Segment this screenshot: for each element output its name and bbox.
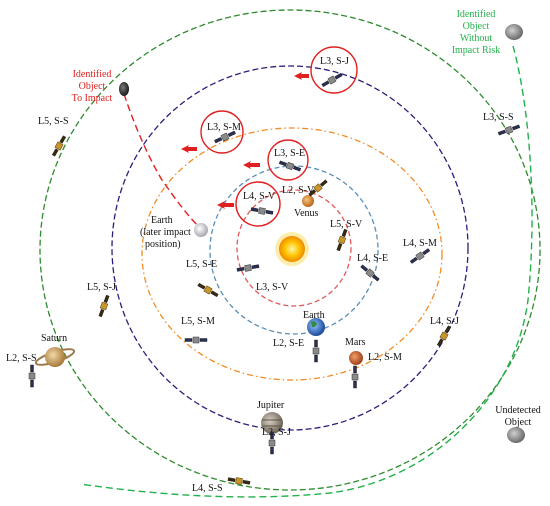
no-risk-label: Identified Object Without Impact Risk [452, 9, 501, 56]
label-l2-ss: L2, S-S [6, 353, 37, 364]
impact-asteroid-icon [119, 82, 129, 96]
label-l2-sm: L2, S-M [368, 352, 402, 363]
label-jupiter: Jupiter [257, 400, 285, 411]
label-mars: Mars [345, 337, 366, 348]
sun-icon [275, 232, 309, 266]
earth-later-position-icon [194, 223, 208, 237]
svg-text:Without: Without [460, 33, 493, 44]
label-earth-later-2: (later impact [140, 227, 191, 238]
label-l5-sm: L5, S-M [181, 316, 215, 327]
detection-circle-l4-sv [235, 181, 281, 227]
identified-impact-label: Identified Object To Impact [72, 69, 113, 104]
undetected-label: Undetected Object [495, 405, 541, 428]
label-venus: Venus [294, 208, 319, 219]
label-l5-sv: L5, S-V [330, 219, 363, 230]
no-risk-asteroid-icon [505, 24, 523, 40]
label-l3-se: L3, S-E [274, 148, 305, 159]
satellite-icon-l3-sj [320, 71, 344, 89]
jupiter-orbit [111, 65, 469, 431]
satellite-icon-l3-se [278, 159, 302, 173]
saturn-orbit [39, 9, 541, 491]
arrow-shaft [300, 74, 309, 78]
detection-circle-l3-sm [200, 110, 244, 154]
label-earth-later-3: position) [145, 239, 181, 250]
satellite-icon-l4-sj [435, 324, 453, 348]
orbits [39, 9, 541, 491]
venus-orbit [236, 189, 352, 307]
labels: L3, S-J L3, S-M L3, S-E L4, S-V L2, S-V … [6, 9, 541, 494]
earth-planet-icon [307, 318, 325, 336]
mars-planet-icon [349, 351, 363, 365]
jupiter-planet-icon [261, 412, 283, 434]
label-l5-ss: L5, S-S [38, 116, 69, 127]
svg-text:Object: Object [505, 417, 532, 428]
no-risk-trajectory [79, 45, 533, 498]
arrow-shaft [249, 163, 260, 167]
label-l3-sv: L3, S-V [256, 282, 289, 293]
detection-circles [200, 46, 358, 227]
label-l5-se: L5, S-E [186, 259, 217, 270]
detection-circle-l3-se [267, 139, 309, 181]
label-l3-ss: L3, S-S [483, 112, 514, 123]
satellite-icon-l2-se [312, 339, 320, 363]
satellite-icon-l2-sm [351, 365, 359, 389]
label-earth-later-1: Earth [151, 215, 173, 226]
satellite-icon-l5-se [196, 281, 220, 299]
svg-text:Identified: Identified [457, 9, 496, 20]
satellite-icon-l5-sj [97, 294, 111, 318]
arrow-shaft [187, 147, 197, 151]
label-l5-sj: L5, S-J [87, 282, 116, 293]
venus-planet-icon [302, 195, 314, 207]
saturn-planet-icon [34, 347, 76, 367]
label-l4-ss: L4, S-S [192, 483, 223, 494]
svg-text:Object: Object [463, 21, 490, 32]
satellite-icon-l5-sm [184, 336, 208, 344]
detection-circle-l3-sj [310, 46, 358, 94]
label-l4-sm: L4, S-M [403, 238, 437, 249]
label-l2-sv: L2, S-V [282, 185, 315, 196]
label-saturn: Saturn [41, 333, 67, 344]
impact-trajectory [123, 93, 201, 229]
svg-text:To Impact: To Impact [72, 93, 113, 104]
label-l4-se: L4, S-E [357, 253, 388, 264]
label-earth: Earth [303, 310, 325, 321]
label-l4-sv: L4, S-V [243, 191, 276, 202]
label-l4-sj: L4, S-J [430, 316, 459, 327]
svg-text:Identified: Identified [73, 69, 112, 80]
arrows [181, 72, 309, 209]
satellite-icon-l4-sv [250, 205, 274, 217]
label-l2-sj: L2, S-J [262, 427, 291, 438]
satellite-icon-l4-se [359, 263, 381, 283]
earth-orbit [209, 165, 379, 335]
svg-text:Undetected: Undetected [495, 405, 541, 416]
label-l3-sm: L3, S-M [207, 122, 241, 133]
satellite-icon-l4-sm [409, 246, 431, 266]
label-l2-se: L2, S-E [273, 338, 304, 349]
svg-text:Object: Object [79, 81, 106, 92]
label-l3-sj: L3, S-J [320, 56, 349, 67]
undetected-asteroid-icon [507, 427, 525, 443]
arrow-shaft [223, 203, 234, 207]
svg-text:Impact Risk: Impact Risk [452, 45, 501, 56]
mars-orbit [141, 127, 443, 381]
satellite-icon-l5-sv [335, 228, 349, 252]
satellite-icon-l2-ss [28, 364, 36, 388]
